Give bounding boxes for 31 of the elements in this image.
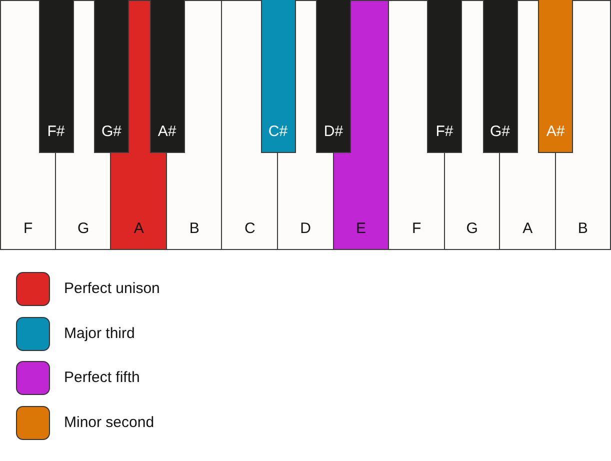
note-label: D: [300, 220, 311, 237]
note-label: F#: [436, 123, 454, 140]
note-label: G#: [490, 123, 510, 140]
sharp-key: [260, 0, 296, 153]
note-label: A: [522, 220, 533, 237]
note-label: F: [412, 220, 422, 237]
note-label: A#: [546, 123, 565, 140]
note-label: F#: [47, 123, 65, 140]
sharp-key: [316, 0, 351, 153]
sharp-key: [538, 0, 573, 153]
note-label: A: [134, 220, 144, 237]
note-label: C#: [268, 123, 288, 140]
note-label: D#: [324, 123, 344, 140]
note-label: B: [189, 220, 200, 237]
note-label: G: [466, 220, 478, 237]
note-label: G#: [101, 123, 122, 140]
note-label: B: [578, 220, 588, 237]
note-label: C: [244, 220, 256, 237]
note-label: F: [24, 220, 33, 237]
note-label: A#: [158, 123, 176, 140]
legend-label: Minor second: [64, 414, 154, 432]
sharp-key: [94, 0, 129, 153]
sharp-key: [427, 0, 462, 153]
sharp-key: [482, 0, 518, 153]
legend-label: Perfect fifth: [64, 369, 140, 387]
sharp-key: [38, 0, 74, 153]
note-label: E: [356, 220, 366, 237]
sharp-key: [150, 0, 184, 153]
legend-label: Major third: [64, 324, 135, 342]
note-label: G: [77, 220, 90, 237]
legend-label: Perfect unison: [64, 280, 160, 298]
